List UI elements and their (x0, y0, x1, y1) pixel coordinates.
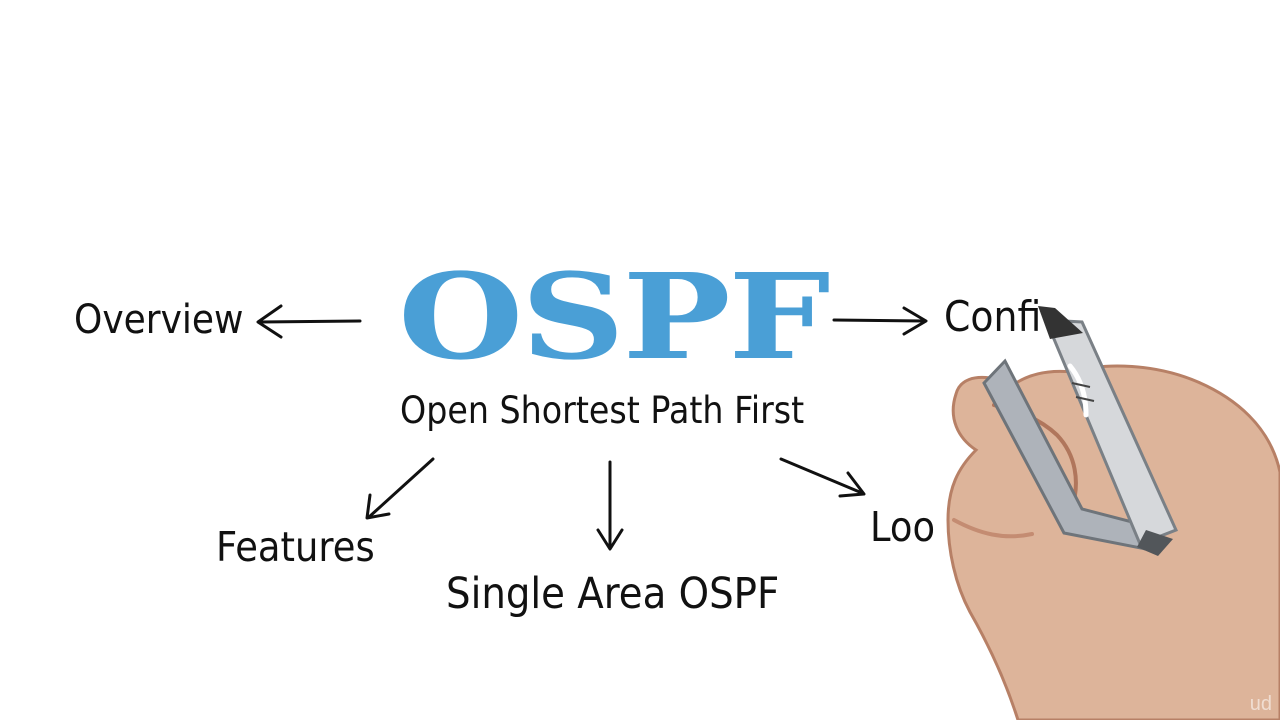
node-features: Features (216, 523, 375, 571)
diagram-subtitle: Open Shortest Path First (400, 389, 805, 432)
node-overview: Overview (74, 297, 244, 343)
node-config: Confi (944, 292, 1042, 341)
node-single-area: Single Area OSPF (446, 569, 780, 619)
watermark-text: ud (1249, 693, 1272, 715)
node-loop: Loo (870, 503, 936, 551)
hand-with-marker-icon (946, 306, 1280, 720)
diagram-title: OSPF (398, 247, 831, 386)
